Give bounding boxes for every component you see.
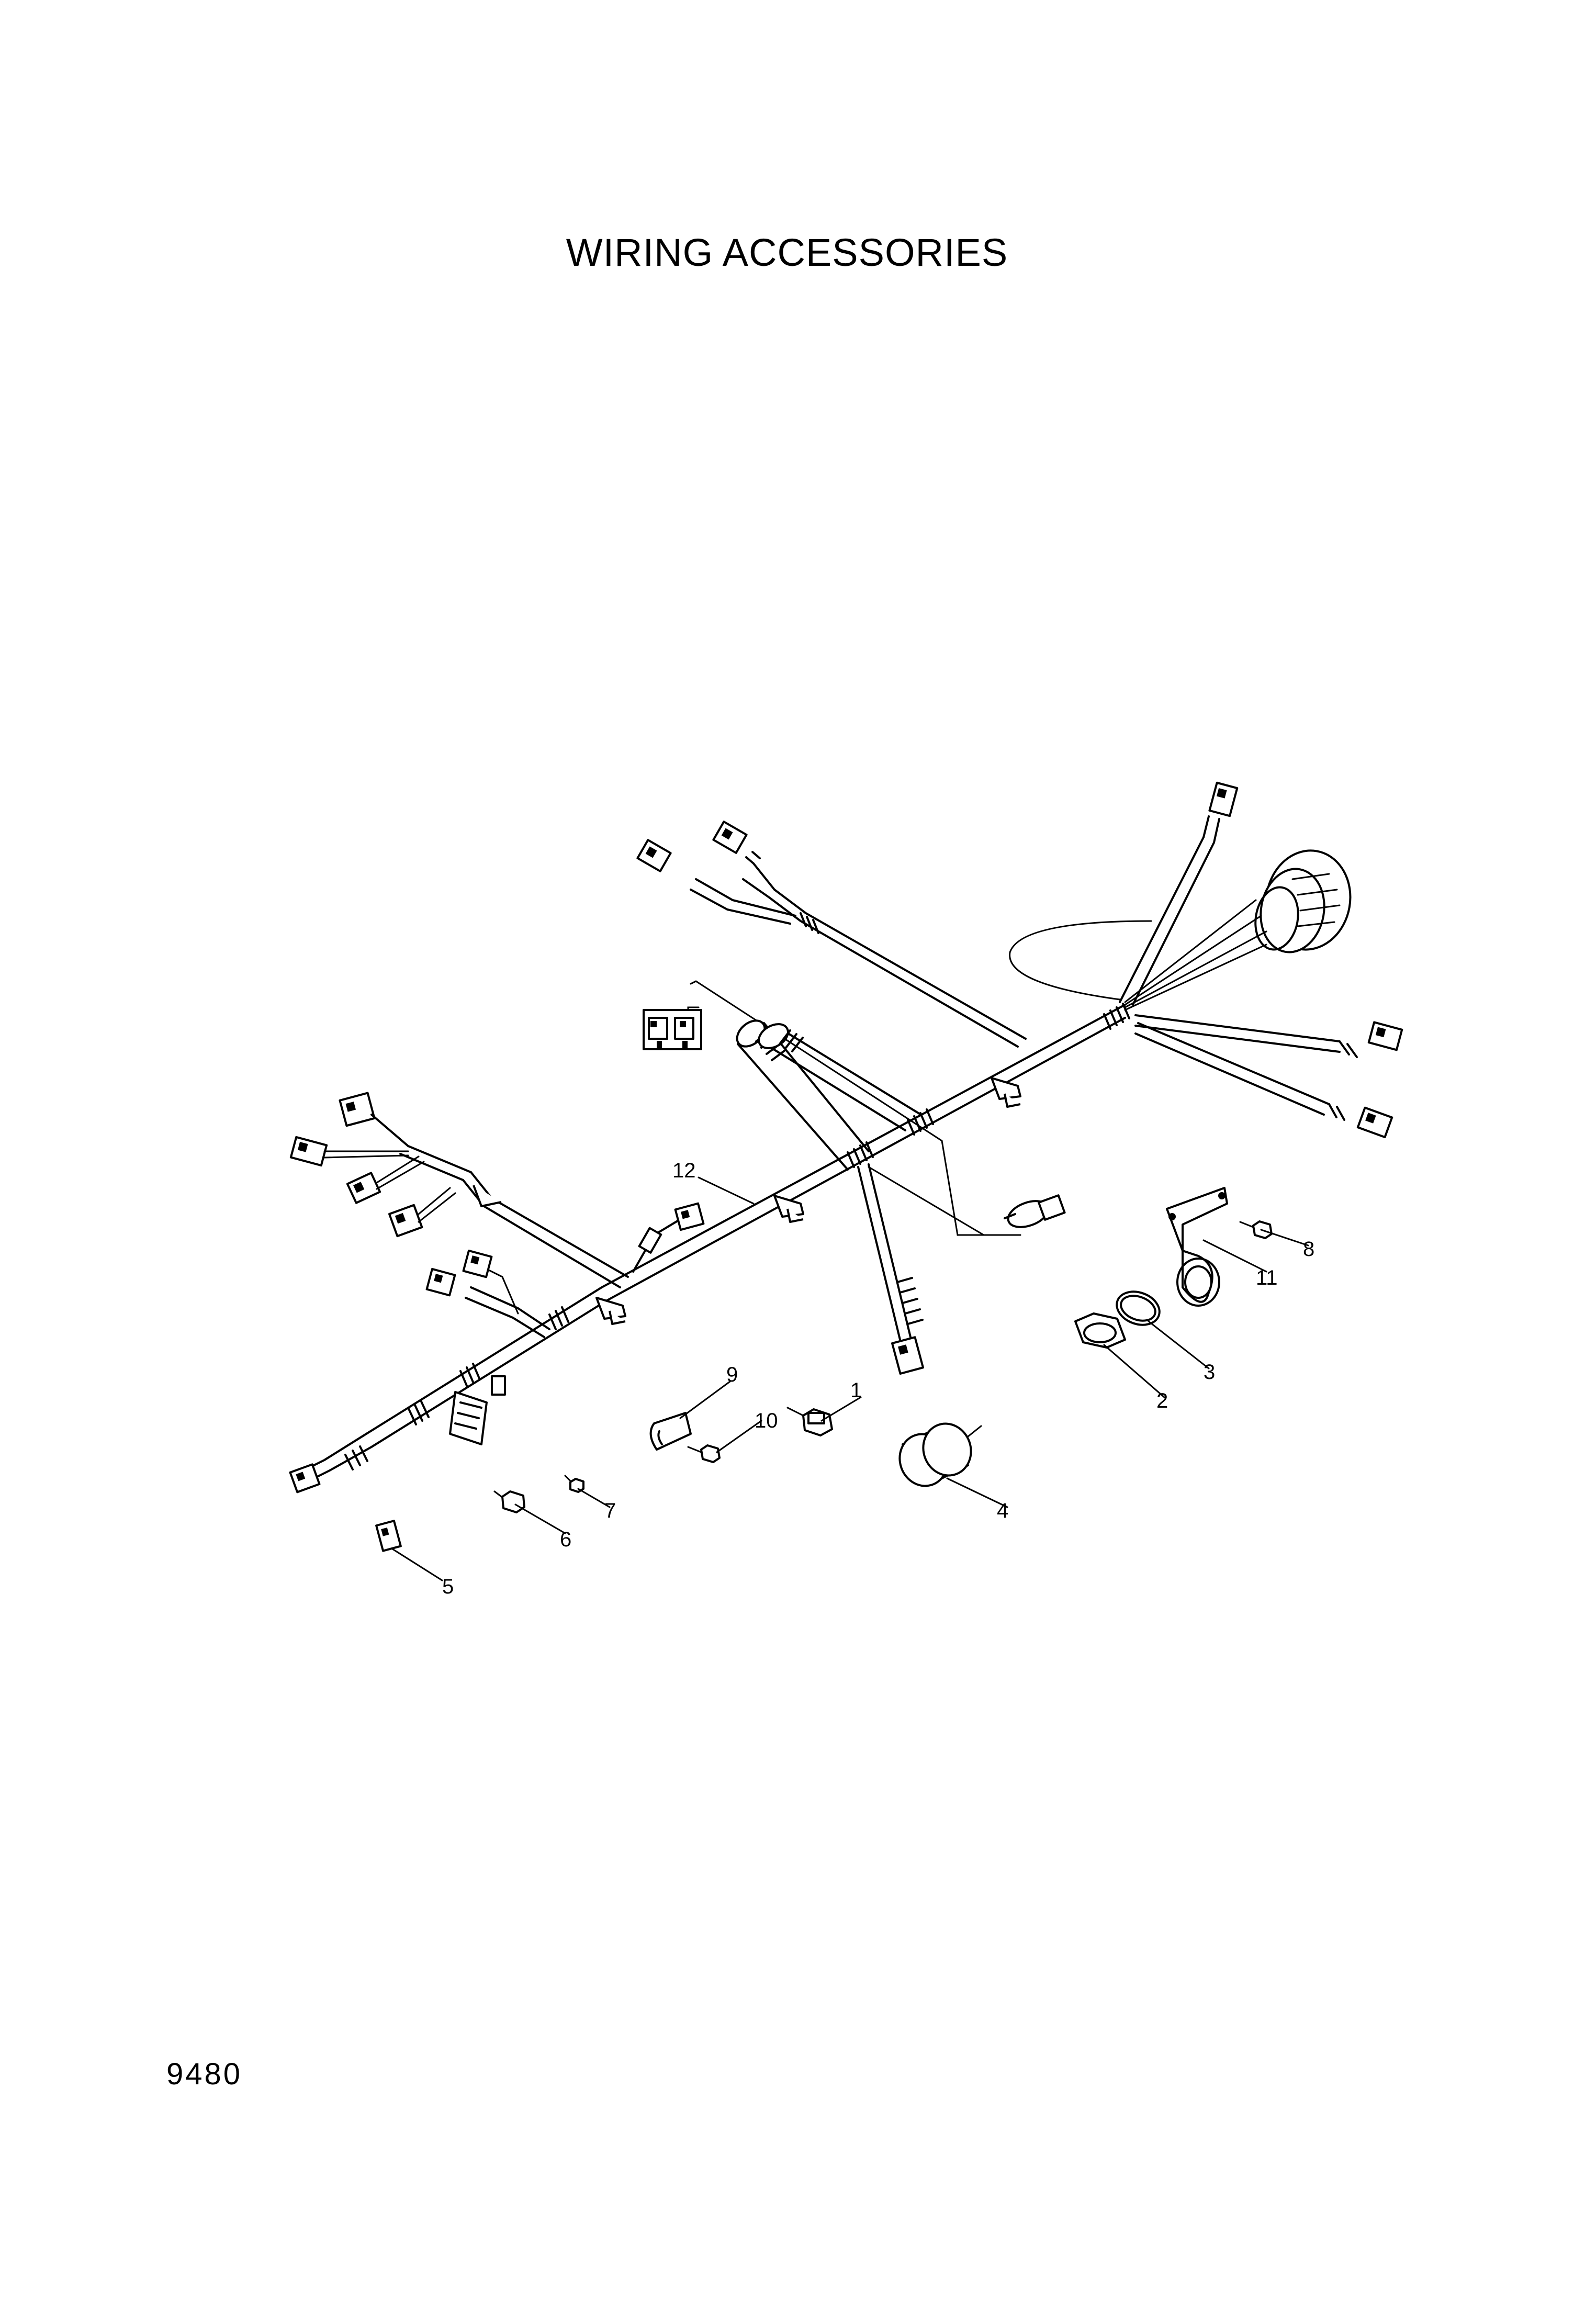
part-6-nut [493,1490,525,1513]
trunk-wrap-segments [459,1003,1130,1387]
part-8-bolt [1239,1220,1273,1239]
callout-9: 9 [726,1363,738,1386]
part-10-screw [687,1444,721,1463]
connector-lower-left-a [425,1267,456,1297]
connector-mid [632,1202,705,1273]
callout-leaders [391,1176,1309,1581]
round-connector [1124,849,1352,1011]
callout-10: 10 [755,1409,778,1432]
part-5-plug [375,1520,402,1552]
connector-left-b [289,1136,409,1167]
callout-4: 4 [997,1499,1008,1522]
connector-right-b [1356,1106,1393,1139]
callout-6: 6 [560,1528,571,1551]
connector-upper-left-b [636,839,672,872]
relay-block [643,1009,702,1050]
connector-lower-left-b [462,1249,493,1278]
part-1-bolt [786,1407,833,1436]
connector-far-left [289,1445,368,1494]
part-11-bracket [1166,1187,1228,1307]
connector-left-a [339,1092,409,1147]
callout-11: 11 [1256,1266,1278,1289]
callout-3: 3 [1204,1361,1215,1384]
callout-8: 8 [1303,1238,1314,1261]
connector-left-d [388,1187,456,1238]
callout-2: 2 [1156,1389,1168,1412]
connector-cluster-lower [407,1375,506,1445]
corrugated-tube-a [736,1019,870,1171]
part-2-hex-nut [1074,1312,1126,1349]
part-4-cylinder [898,1422,982,1487]
callout-12: 12 [672,1159,696,1182]
page-number: 9480 [166,2057,243,2091]
connector-down [891,1336,925,1375]
harness-background-outline [1009,920,1152,1001]
part-3-washer [1116,1290,1161,1326]
page-title: WIRING ACCESSORIES [566,231,1008,274]
callout-5: 5 [442,1575,454,1598]
sensor-right [1004,1194,1066,1228]
connector-left-c [346,1155,425,1204]
main-wire-harness [289,781,1403,1494]
callout-7: 7 [604,1499,616,1522]
corrugated-tube-b [758,1023,922,1131]
part-9-clip [649,1412,692,1451]
trunk-clamps [595,1077,1021,1325]
callout-1: 1 [850,1379,862,1402]
connector-upper-right [1208,781,1239,817]
connector-upper-left-a [712,821,748,854]
connector-right-a [1367,1021,1403,1051]
part-7-small-nut [564,1475,584,1493]
